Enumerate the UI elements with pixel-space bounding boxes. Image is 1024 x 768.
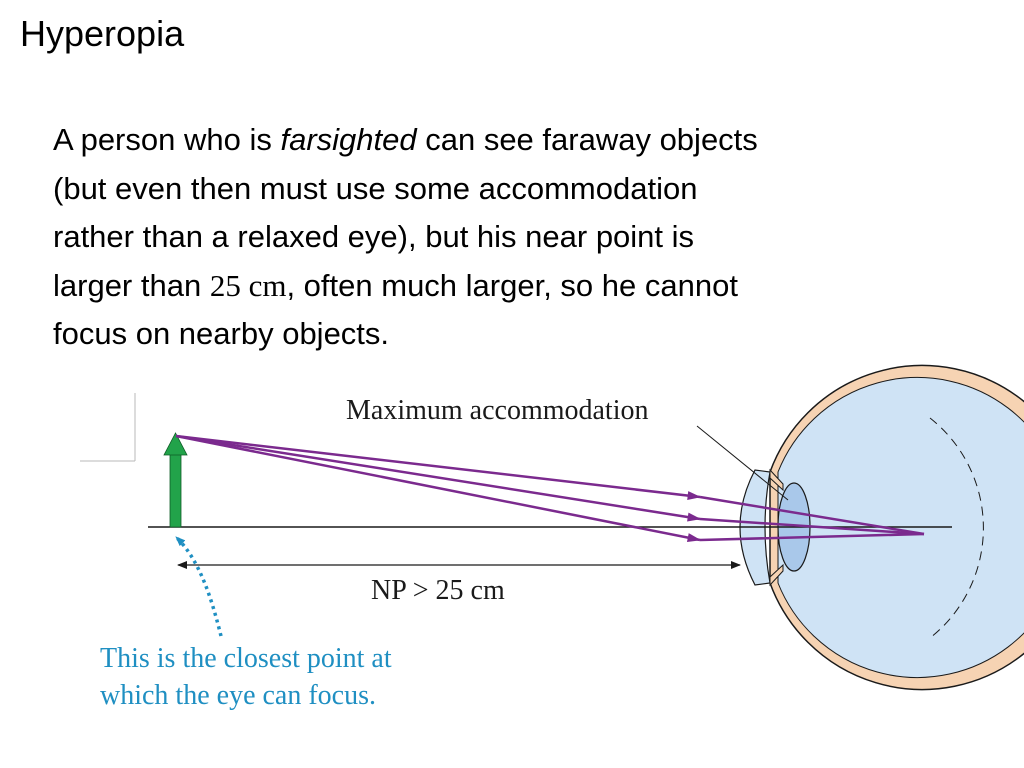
paragraph-line-4: larger than 25 cm, often much larger, so… [53,262,993,311]
paragraph-line-5: focus on nearby objects. [53,316,390,351]
object-arrow-head [163,432,188,456]
closest-point-note-line-2: which the eye can focus. [100,680,376,711]
near-point-label: NP > 25 cm [371,575,505,606]
text-segment: , often much larger, so he cannot [286,267,738,303]
text-segment: larger than [53,267,210,303]
slide-title: Hyperopia [20,13,185,54]
body-paragraph: A person who is farsighted can see faraw… [53,116,993,359]
ray-upper [175,434,702,501]
normal-eye-outline [929,417,984,639]
paragraph-line-3: rather than a relaxed eye), but his near… [53,219,695,254]
ray-lower-refracted [699,532,925,542]
light-rays [175,434,925,543]
closest-point-pointer [174,535,223,637]
paragraph-line-2: (but even then must use some accommodati… [53,170,698,206]
farsighted-term: farsighted [280,122,417,157]
accommodation-leader-line [696,425,789,501]
ray-middle [175,434,702,522]
text-segment: can see faraway objects [416,122,758,157]
text-segment: A person who is [53,122,281,157]
paragraph-line-1: A person who is farsighted can see faraw… [53,116,993,165]
near-point-value: 25 cm [209,267,287,303]
ray-lower [175,434,702,543]
iris-bottom [769,563,784,587]
closest-point-note-line-1: This is the closest point at [100,643,392,674]
object-arrow-shaft [169,451,182,528]
ray-middle-refracted [699,517,925,536]
accommodation-label: Maximum accommodation [346,395,649,426]
iris-top [769,468,784,492]
object-arrow [163,432,188,528]
ray-upper-refracted [699,495,925,536]
